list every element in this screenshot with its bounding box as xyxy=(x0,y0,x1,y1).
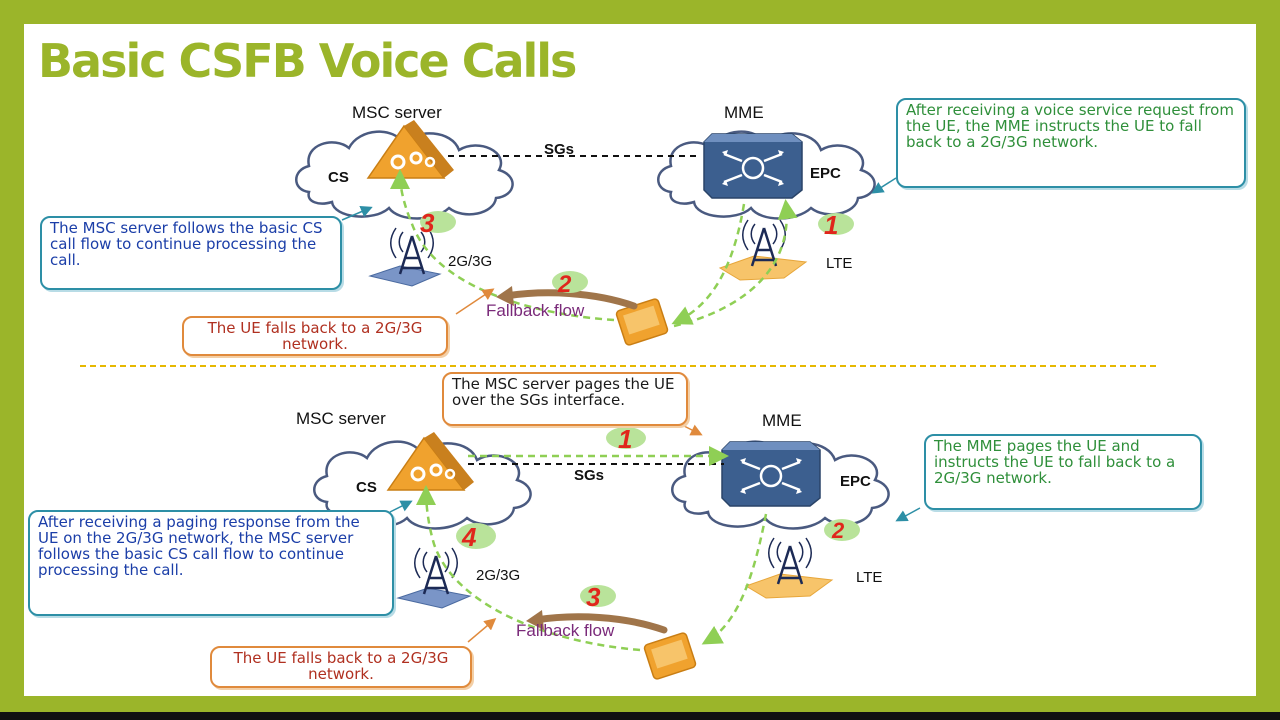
2g3g-cell-hex xyxy=(396,587,472,609)
bottom-diagram: MSC server CS MME EPC SGs 2G/3G LTE Fall xyxy=(296,409,1053,681)
step-1: 1 xyxy=(824,210,838,240)
step-2: 2 xyxy=(557,271,572,298)
fallback-arrowhead xyxy=(526,610,544,630)
step-1-badge xyxy=(818,213,854,235)
callout-mme-pointer xyxy=(895,507,921,522)
callout-msc-pages-ue: The MSC server pages the UE over the SGs… xyxy=(442,372,688,426)
step-1-badge xyxy=(606,427,646,449)
step-3: 3 xyxy=(586,582,601,612)
flow-arrow-1-up xyxy=(673,199,798,328)
step-2: 2 xyxy=(831,518,845,543)
fallback-flow-label: Fallback flow xyxy=(516,621,615,640)
step-3: 3 xyxy=(420,208,435,238)
flow-arrow-3 xyxy=(390,169,615,322)
step-2-badge xyxy=(824,519,860,541)
ue-phone-icon xyxy=(642,631,698,681)
lte-label: LTE xyxy=(826,255,852,272)
step-1: 1 xyxy=(618,424,632,454)
callout-msc-basic-flow: The MSC server follows the basic CS call… xyxy=(40,216,342,290)
cs-label: CS xyxy=(356,479,377,496)
callout-msc-pointer xyxy=(389,500,413,513)
callout-mme-instructs: After receiving a voice service request … xyxy=(896,98,1246,188)
callout-ue-pointer xyxy=(467,618,497,643)
2g3g-label: 2G/3G xyxy=(448,253,492,270)
callout-mme-pointer xyxy=(871,177,897,194)
fallback-arrowhead xyxy=(496,286,514,306)
cs-label: CS xyxy=(328,169,349,186)
step-2-badge xyxy=(552,271,588,293)
sgs-label: SGs xyxy=(574,467,604,484)
callout-ue-falls-back: The UE falls back to a 2G/3G network. xyxy=(182,316,448,356)
sgs-label: SGs xyxy=(544,141,574,158)
callout-msc-pointer xyxy=(341,206,373,221)
slide-title: Basic CSFB Voice Calls xyxy=(38,34,577,88)
fallback-flow-label: Fallback flow xyxy=(486,301,585,320)
step-3-badge xyxy=(420,211,456,233)
mme-icon xyxy=(720,440,822,508)
slide-frame: Basic CSFB Voice Calls xyxy=(24,24,1256,696)
step-4-badge xyxy=(456,523,496,549)
fallback-arrow xyxy=(532,613,668,634)
csfb-diagram: MSC server CS MME EPC SGs 2G/3G LTE Fall xyxy=(80,103,1156,681)
flow-arrow-2-down xyxy=(701,513,768,645)
epc-label: EPC xyxy=(840,473,871,490)
lte-cell-hex xyxy=(718,255,808,281)
step-4: 4 xyxy=(461,522,477,552)
epc-label: EPC xyxy=(810,165,841,182)
top-diagram: MSC server CS MME EPC SGs 2G/3G LTE Fall xyxy=(295,103,897,347)
msc-server-label: MSC server xyxy=(296,409,386,428)
flow-arrow-4 xyxy=(416,485,641,652)
callout-mme-pages-ue: The MME pages the UE and instructs the U… xyxy=(924,434,1202,510)
callout-ue-falls-back: The UE falls back to a 2G/3G network. xyxy=(210,646,472,688)
2g3g-tower-icon xyxy=(413,546,459,596)
mme-icon xyxy=(702,132,804,200)
bottom-bar xyxy=(0,712,1280,720)
fallback-arrow xyxy=(502,289,638,310)
lte-cell-hex xyxy=(744,573,834,599)
step-3-badge xyxy=(580,585,616,607)
msc-server-label: MSC server xyxy=(352,103,442,122)
callout-msc-paging-response: After receiving a paging response from t… xyxy=(28,510,394,616)
2g3g-label: 2G/3G xyxy=(476,567,520,584)
flow-arrow-1-down xyxy=(671,203,746,325)
mme-label: MME xyxy=(762,411,802,430)
callout-ue-pointer xyxy=(455,288,495,315)
lte-label: LTE xyxy=(856,569,882,586)
mme-label: MME xyxy=(724,103,764,122)
